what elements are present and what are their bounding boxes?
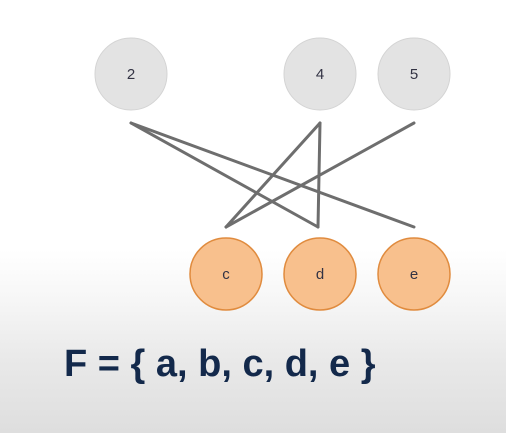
bottom-node-circle bbox=[377, 237, 451, 311]
edge-n4-nc bbox=[224, 121, 322, 229]
top-node-4: 4 bbox=[283, 37, 357, 111]
bottom-node-label: e bbox=[410, 266, 418, 283]
bottom-node-circle bbox=[283, 237, 357, 311]
bottom-node-c: c bbox=[189, 237, 263, 311]
bottom-node-e: e bbox=[377, 237, 451, 311]
bottom-node-d: d bbox=[283, 237, 357, 311]
top-node-2: 2 bbox=[94, 37, 168, 111]
node-group: 2 4 5 c d e bbox=[94, 37, 451, 311]
edge-n2-nd bbox=[129, 121, 320, 229]
top-node-label: 5 bbox=[410, 66, 418, 83]
set-formula: F = { a, b, c, d, e } bbox=[64, 343, 376, 385]
bottom-node-label: c bbox=[222, 266, 230, 283]
top-node-5: 5 bbox=[377, 37, 451, 111]
bottom-node-label: d bbox=[316, 266, 324, 283]
edge-n5-nc bbox=[224, 121, 416, 229]
top-node-label: 4 bbox=[316, 66, 324, 83]
top-node-circle bbox=[377, 37, 451, 111]
top-node-label: 2 bbox=[127, 66, 135, 83]
top-node-circle bbox=[94, 37, 168, 111]
edge-group bbox=[129, 121, 416, 229]
top-node-circle bbox=[283, 37, 357, 111]
bottom-node-circle bbox=[189, 237, 263, 311]
